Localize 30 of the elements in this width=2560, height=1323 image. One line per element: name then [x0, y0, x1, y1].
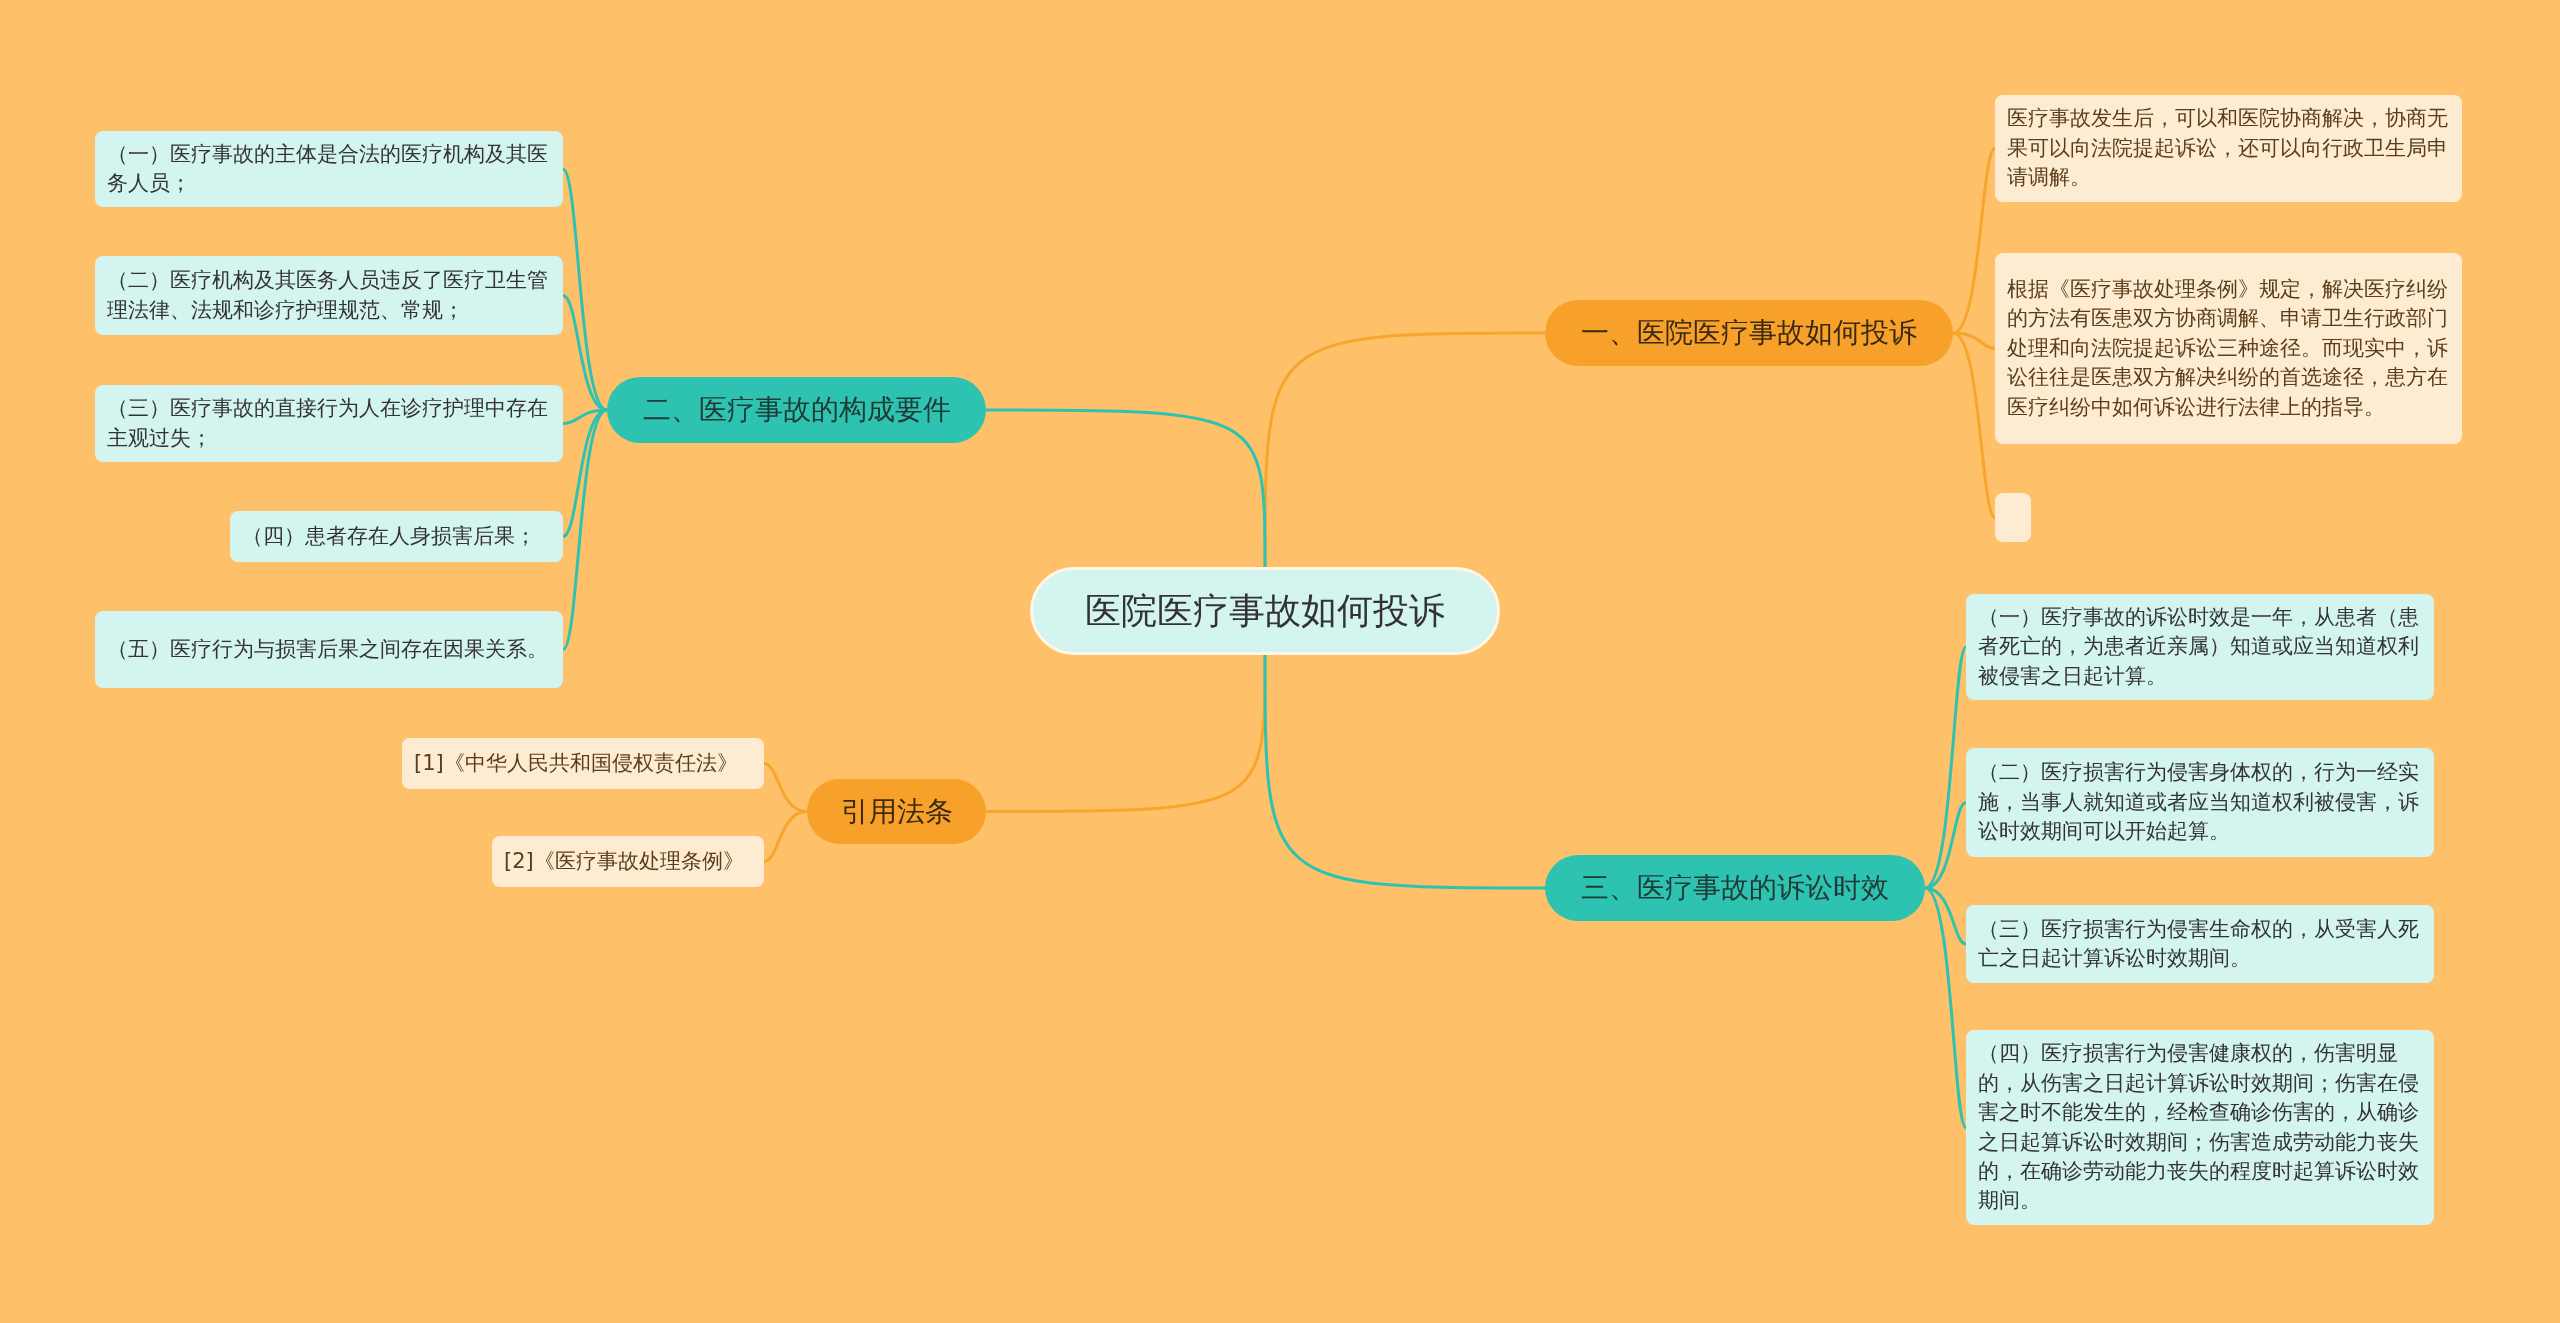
branch-topic: 二、医疗事故的构成要件 — [607, 377, 986, 443]
branch-topic: 三、医疗事故的诉讼时效 — [1545, 855, 1925, 921]
note-box: （四）医疗损害行为侵害健康权的，伤害明显的，从伤害之日起计算诉讼时效期间；伤害在侵害之时不能发生的，经检查确诊伤害的，从确诊之日起算诉讼时效期间；伤害造成劳动能力丧失的，在确诊劳动能力丧失的程度时起算诉讼时效期间。 — [1966, 1030, 2434, 1225]
note-box: （一）医疗事故的主体是合法的医疗机构及其医务人员； — [95, 131, 563, 207]
note-box: （三）医疗损害行为侵害生命权的，从受害人死亡之日起计算诉讼时效期间。 — [1966, 905, 2434, 983]
note-box: （一）医疗事故的诉讼时效是一年，从患者（患者死亡的，为患者近亲属）知道或应当知道权利被侵害之日起计算。 — [1966, 594, 2434, 700]
branch-topic: 引用法条 — [807, 779, 986, 844]
note-box: 医疗事故发生后，可以和医院协商解决，协商无果可以向法院提起诉讼，还可以向行政卫生局申请调解。 — [1995, 95, 2462, 202]
note-box: （二）医疗损害行为侵害身体权的，行为一经实施，当事人就知道或者应当知道权利被侵害，诉讼时效期间可以开始起算。 — [1966, 748, 2434, 857]
note-box: （五）医疗行为与损害后果之间存在因果关系。 — [95, 611, 563, 688]
connector — [1924, 801, 1967, 890]
connector — [561, 408, 608, 651]
note-box: （二）医疗机构及其医务人员违反了医疗卫生管理法律、法规和诊疗护理规范、常规； — [95, 256, 563, 335]
connector — [1952, 147, 1997, 335]
central-topic: 医院医疗事故如何投诉 — [1030, 567, 1500, 655]
note-box: 根据《医疗事故处理条例》规定，解决医疗纠纷的方法有医患双方协商调解、申请卫生行政部门处理和向法院提起诉讼三种途径。而现实中，诉讼往往是医患双方解决纠纷的首选途径，患方在医疗纠纷中如何诉讼进行法律上的指导。 — [1995, 253, 2462, 444]
note-box: [1]《中华人民共和国侵权责任法》 — [402, 738, 764, 789]
connector — [986, 408, 1267, 567]
connector — [1924, 886, 1968, 1129]
connector — [1263, 331, 1545, 567]
connector — [763, 810, 808, 863]
connector — [562, 294, 608, 412]
empty-box — [1995, 493, 2031, 542]
note-box: （三）医疗事故的直接行为人在诊疗护理中存在主观过失； — [95, 385, 563, 462]
branch-topic: 一、医院医疗事故如何投诉 — [1545, 300, 1953, 366]
connector — [986, 655, 1267, 813]
note-box: （四）患者存在人身损害后果； — [230, 511, 563, 562]
connector — [1263, 655, 1545, 890]
connector — [1952, 331, 1997, 519]
note-box: [2]《医疗事故处理条例》 — [492, 836, 764, 887]
